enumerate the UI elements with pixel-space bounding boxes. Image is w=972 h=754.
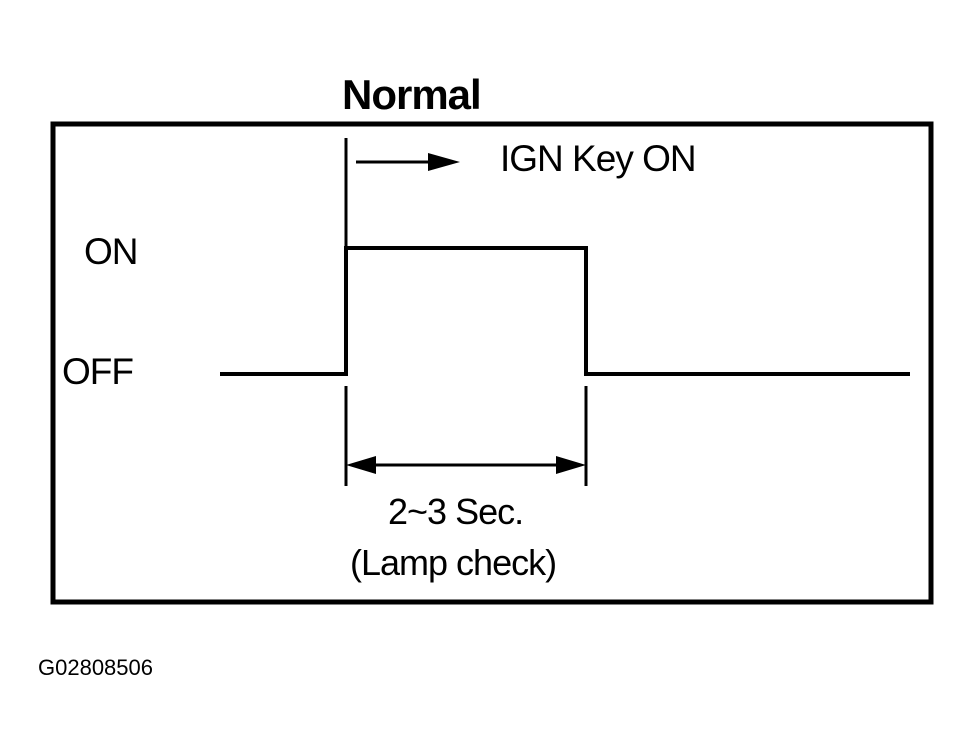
figure-code: G02808506 bbox=[38, 655, 153, 680]
lamp-check-caption: (Lamp check) bbox=[350, 542, 557, 583]
ign-arrow-head bbox=[428, 153, 460, 171]
lamp-signal-waveform bbox=[220, 246, 910, 376]
duration-label: 2~3 Sec. bbox=[388, 491, 524, 532]
duration-arrow-left bbox=[346, 456, 376, 474]
diagram-frame bbox=[50, 121, 934, 605]
ign-key-on-label: IGN Key ON bbox=[500, 138, 697, 179]
off-state-label: OFF bbox=[62, 351, 134, 392]
on-state-label: ON bbox=[84, 231, 138, 272]
duration-arrow-right bbox=[556, 456, 586, 474]
diagram-title: Normal bbox=[342, 71, 482, 118]
